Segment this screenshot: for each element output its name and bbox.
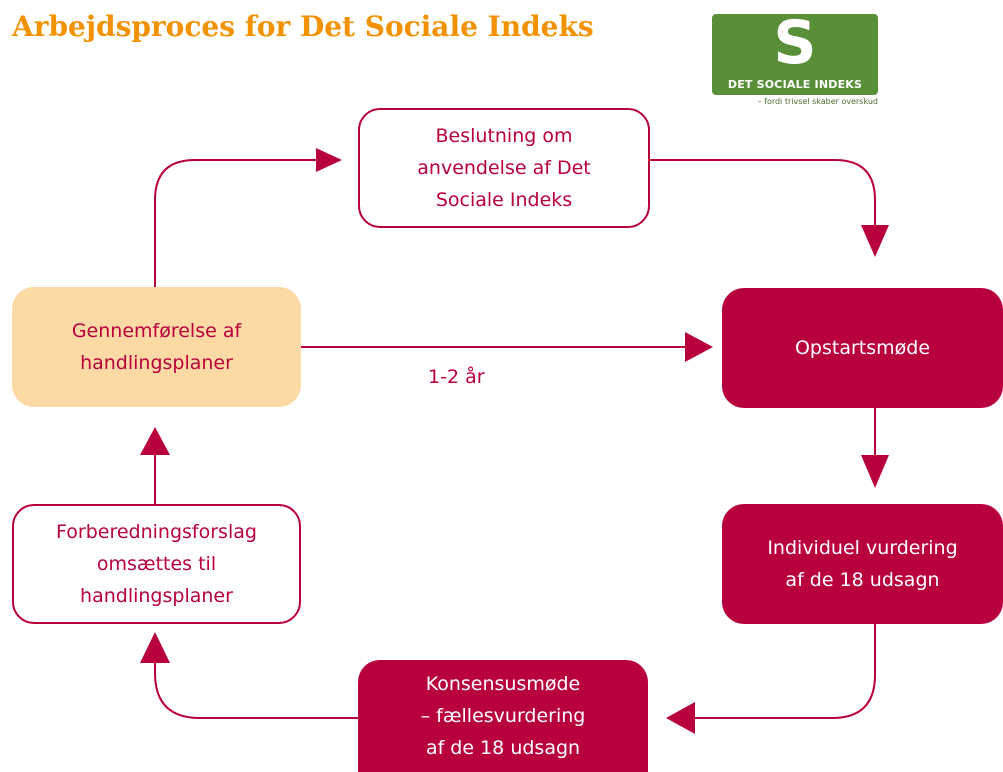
node-line: af de 18 udsagn bbox=[425, 737, 581, 759]
arrow-individuel-to-konsensus bbox=[695, 624, 876, 719]
arrowhead-beslutning bbox=[316, 148, 342, 172]
node-line: Individuel vurdering bbox=[767, 537, 958, 559]
arrowhead-opstart-top bbox=[861, 225, 889, 257]
arrowhead-opstart-left bbox=[685, 332, 713, 362]
node-opstartsmoede-label: Opstartsmøde bbox=[795, 332, 930, 364]
arrow-gennemfoerelse-to-beslutning bbox=[154, 159, 318, 287]
node-line: Opstartsmøde bbox=[794, 337, 931, 359]
node-line: handlingsplaner bbox=[80, 352, 233, 374]
arrow-konsensus-to-forberedning bbox=[154, 663, 358, 719]
node-gennemfoerelse: Gennemførelse af handlingsplaner bbox=[12, 287, 301, 407]
arrowhead-konsensus bbox=[666, 702, 695, 734]
logo-letter: S bbox=[773, 14, 817, 78]
page-title: Arbejdsproces for Det Sociale Indeks bbox=[12, 10, 594, 43]
node-line: Sociale Indeks bbox=[435, 189, 573, 211]
node-konsensusmoede: Konsensusmøde – fællesvurdering af de 18… bbox=[358, 660, 648, 772]
arrowhead-gennemfoerelse bbox=[140, 427, 170, 455]
arrowhead-forberedning bbox=[140, 632, 170, 663]
node-line: anvendelse af Det bbox=[417, 157, 591, 179]
node-konsensus-label: Konsensusmøde – fællesvurdering af de 18… bbox=[421, 668, 586, 764]
det-sociale-indeks-logo: S DET SOCIALE INDEKS – fordi trivsel ska… bbox=[712, 14, 878, 106]
node-line: – fællesvurdering bbox=[420, 705, 586, 727]
logo-name: DET SOCIALE INDEKS bbox=[727, 78, 863, 91]
node-beslutning-label: Beslutning om anvendelse af Det Sociale … bbox=[417, 120, 590, 216]
node-line: Konsensusmøde bbox=[425, 673, 581, 695]
node-beslutning: Beslutning om anvendelse af Det Sociale … bbox=[358, 108, 650, 228]
node-individuel-label: Individuel vurdering af de 18 udsagn bbox=[767, 532, 957, 596]
node-opstartsmoede: Opstartsmøde bbox=[722, 288, 1003, 408]
arrowhead-individuel bbox=[861, 455, 889, 488]
logo-badge: S DET SOCIALE INDEKS bbox=[712, 14, 878, 95]
node-line: omsættes til bbox=[96, 553, 217, 575]
node-forberedning: Forberedningsforslag omsættes til handli… bbox=[12, 504, 301, 624]
node-line: Gennemførelse af bbox=[71, 320, 242, 342]
node-gennemfoerelse-label: Gennemførelse af handlingsplaner bbox=[72, 315, 241, 379]
node-forberedning-label: Forberedningsforslag omsættes til handli… bbox=[56, 516, 257, 612]
node-line: Forberedningsforslag bbox=[56, 521, 257, 543]
node-individuel-vurdering: Individuel vurdering af de 18 udsagn bbox=[722, 504, 1003, 624]
node-line: af de 18 udsagn bbox=[785, 569, 940, 591]
edge-label-duration: 1-2 år bbox=[428, 366, 485, 388]
node-line: Beslutning om bbox=[435, 125, 573, 147]
arrow-beslutning-to-opstart bbox=[650, 159, 876, 225]
node-line: handlingsplaner bbox=[80, 585, 233, 607]
logo-tagline: – fordi trivsel skaber overskud bbox=[757, 97, 878, 106]
